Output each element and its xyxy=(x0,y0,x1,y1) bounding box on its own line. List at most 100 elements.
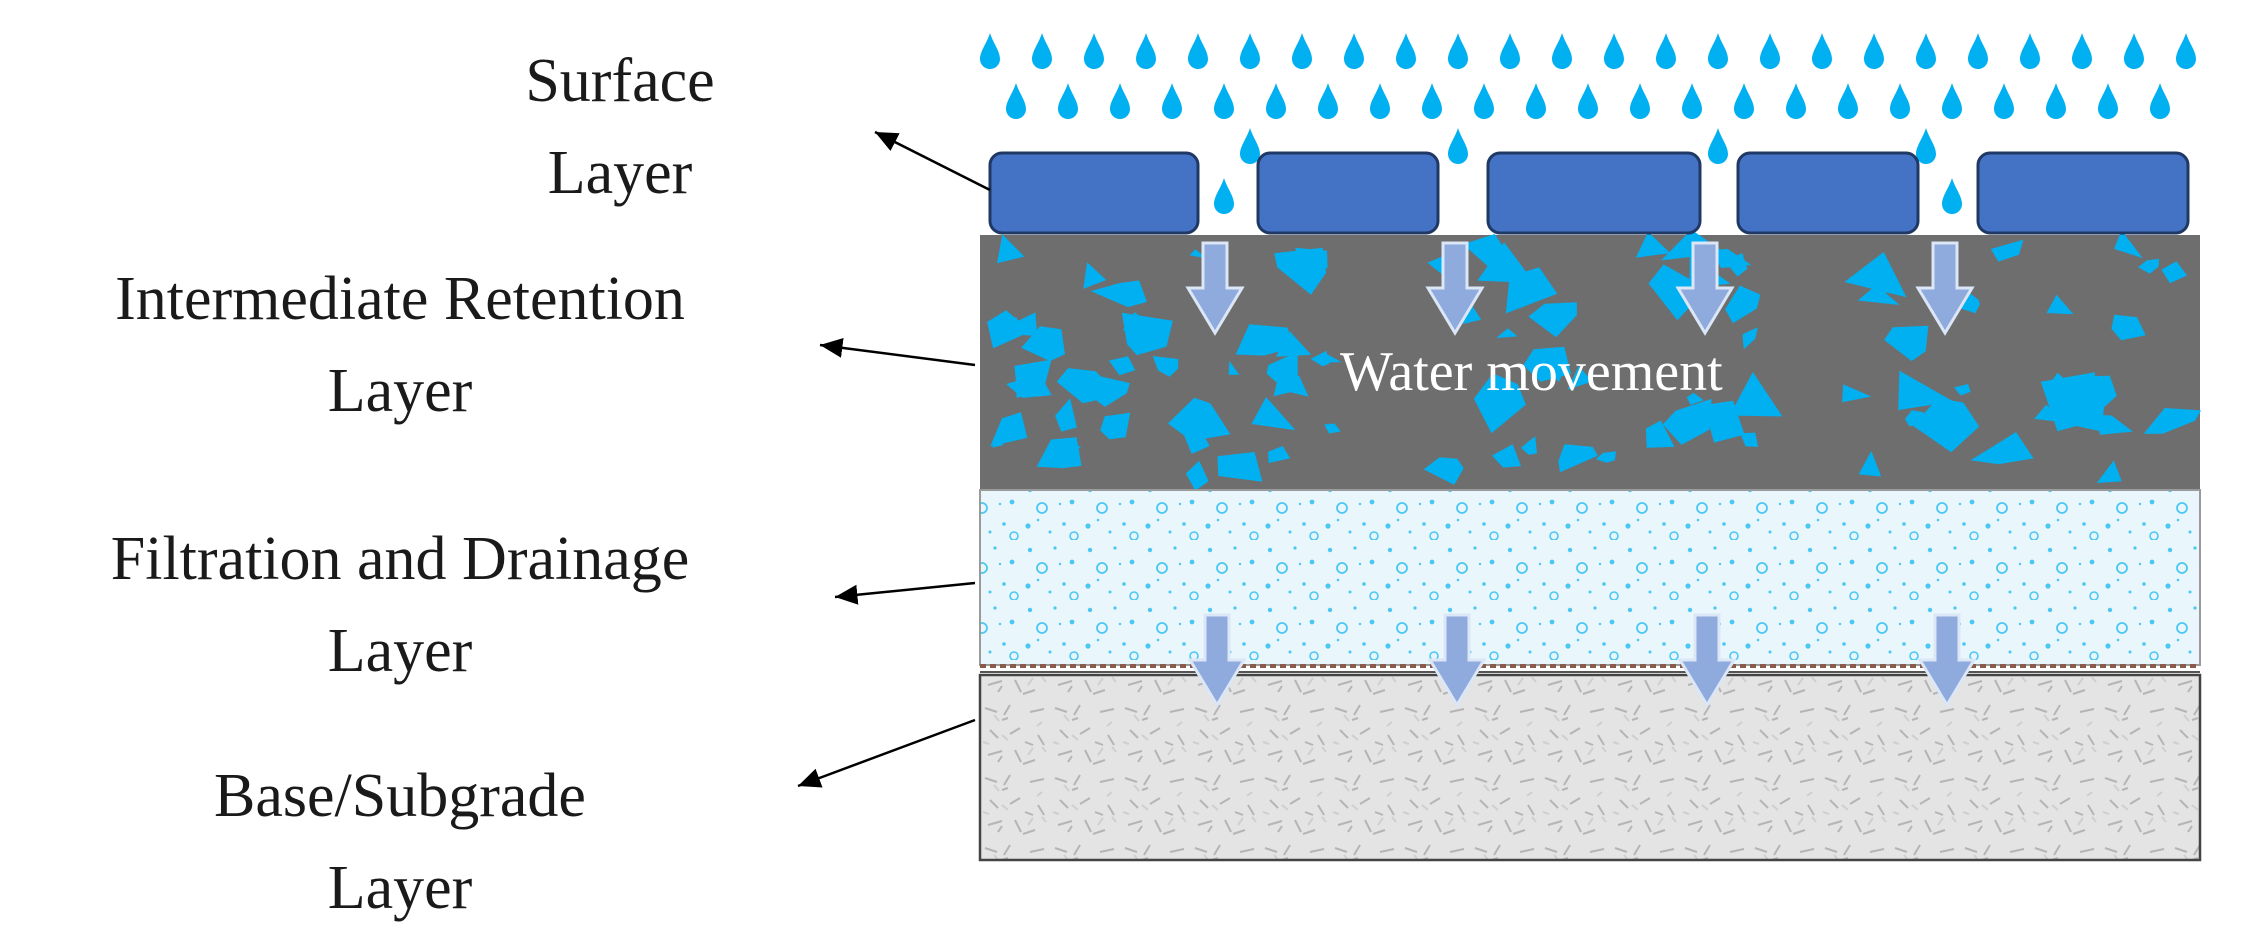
water-shard xyxy=(1858,451,1882,477)
water-shard xyxy=(1423,457,1464,485)
down-arrow-icon xyxy=(1675,241,1735,336)
water-shard xyxy=(1310,350,1330,367)
water-shard xyxy=(1086,375,1130,407)
down-arrow-icon xyxy=(1185,241,1245,336)
water-shard xyxy=(1181,422,1210,454)
water-shard xyxy=(1000,315,1018,331)
water-shard xyxy=(1108,356,1136,376)
raindrop-icon xyxy=(1890,83,1910,119)
water-shard xyxy=(1083,262,1107,289)
raindrop-icon xyxy=(1838,83,1858,119)
water-shard xyxy=(1874,281,1891,294)
rainfall xyxy=(980,33,2196,214)
label-line: Layer xyxy=(327,617,473,685)
water-shard xyxy=(1725,285,1761,324)
water-shard xyxy=(1954,384,1971,396)
water-shard xyxy=(1473,373,1526,434)
raindrop-icon xyxy=(1500,33,1520,69)
water-shard xyxy=(1710,248,1752,269)
water-shard xyxy=(2114,230,2143,259)
water-shard xyxy=(2046,294,2074,315)
label-retention-layer: Intermediate Retention Layer xyxy=(15,253,785,437)
raindrop-icon xyxy=(1916,33,1936,69)
raindrop-icon xyxy=(1656,33,1676,69)
paver-block xyxy=(1976,151,2190,235)
water-shard xyxy=(1567,366,1593,390)
label-line: Layer xyxy=(327,357,473,425)
water-shard xyxy=(1273,370,1309,397)
down-arrow-icon xyxy=(1915,241,1975,336)
raindrop-icon xyxy=(1214,83,1234,119)
filtration-layer xyxy=(979,489,2201,666)
water-shard xyxy=(1884,325,1929,362)
water-shard xyxy=(997,234,1025,264)
water-shard xyxy=(1055,398,1077,432)
raindrop-icon xyxy=(1968,33,1988,69)
water-movement-arrows xyxy=(1185,241,1975,336)
leader-arrows xyxy=(797,130,991,788)
leader-arrow-icon xyxy=(797,718,976,788)
label-base-layer: Base/Subgrade Layer xyxy=(165,750,635,934)
paver-block xyxy=(1256,151,1440,235)
raindrop-icon xyxy=(1786,83,1806,119)
water-shard xyxy=(1152,356,1179,377)
water-shard xyxy=(2161,261,2188,284)
water-shard xyxy=(1686,392,1704,405)
water-shard xyxy=(1547,363,1563,383)
raindrop-icon xyxy=(1214,178,1234,214)
raindrop-icon xyxy=(2124,33,2144,69)
water-shard xyxy=(1645,420,1675,448)
raindrop-icon xyxy=(1734,83,1754,119)
raindrop-icon xyxy=(1188,33,1208,69)
raindrop-icon xyxy=(1370,83,1390,119)
water-shard xyxy=(1014,359,1052,398)
raindrop-icon xyxy=(1708,128,1728,164)
water-shard xyxy=(1844,252,1907,298)
water-shard xyxy=(1857,285,1900,305)
water-shard xyxy=(1090,280,1147,308)
water-shard xyxy=(1742,327,1758,350)
raindrop-icon xyxy=(2176,33,2196,69)
raindrop-icon xyxy=(1084,33,1104,69)
water-shard xyxy=(2111,314,2146,341)
down-arrow-icon xyxy=(1425,241,1485,336)
water-shard xyxy=(2095,414,2133,435)
water-shard xyxy=(1268,446,1291,463)
water-shard xyxy=(1274,247,1327,295)
raindrop-icon xyxy=(1474,83,1494,119)
water-movement-label: Water movement xyxy=(1340,341,1723,403)
down-arrow-icon xyxy=(1677,613,1737,708)
raindrop-icon xyxy=(1058,83,1078,119)
raindrop-icon xyxy=(2072,33,2092,69)
raindrop-icon xyxy=(1344,33,1364,69)
paver-block xyxy=(988,151,1200,235)
drainage-arrows xyxy=(1187,613,1977,708)
water-shard xyxy=(2040,393,2106,432)
water-shard xyxy=(1491,444,1521,468)
water-shard xyxy=(1122,312,1155,331)
raindrop-icon xyxy=(1032,33,1052,69)
leader-arrow-icon xyxy=(819,337,976,367)
water-shard xyxy=(1956,291,1980,314)
retention-water-shards xyxy=(987,229,2201,491)
label-surface-layer: Surface Layer xyxy=(460,35,780,219)
raindrop-icon xyxy=(1994,83,2014,119)
label-line: Base/Subgrade xyxy=(214,762,586,830)
label-line: Surface xyxy=(525,47,715,115)
water-shard xyxy=(1010,312,1038,336)
raindrop-icon xyxy=(1448,33,1468,69)
water-shard xyxy=(1324,423,1341,434)
water-shard xyxy=(1217,452,1263,482)
raindrop-icon xyxy=(1708,33,1728,69)
water-shard xyxy=(1496,328,1518,338)
raindrop-icon xyxy=(1292,33,1312,69)
water-shard xyxy=(1662,398,1712,445)
label-line: Intermediate Retention xyxy=(115,265,685,333)
raindrop-icon xyxy=(1526,83,1546,119)
raindrop-icon xyxy=(2098,83,2118,119)
raindrop-icon xyxy=(1916,128,1936,164)
water-shard xyxy=(2138,258,2160,274)
water-shard xyxy=(1185,460,1209,491)
water-shard xyxy=(1842,384,1872,403)
raindrop-icon xyxy=(1318,83,1338,119)
